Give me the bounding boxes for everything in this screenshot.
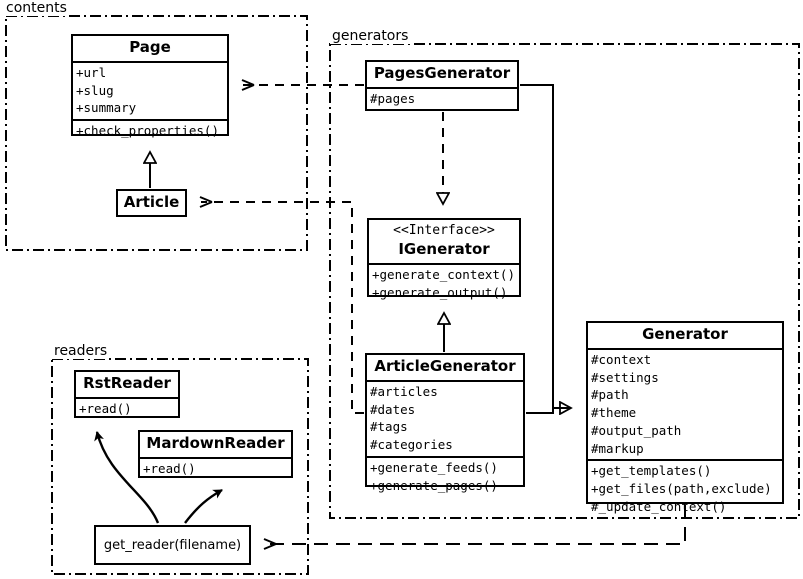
function-label-get-reader: get_reader(filename): [103, 537, 242, 553]
operation-item: +check_properties(): [76, 123, 219, 138]
class-attributes-pagesgenerator: #pages: [367, 86, 517, 110]
attribute-item: +summary: [76, 100, 137, 116]
class-operations-mardownreader: +read(): [140, 456, 291, 480]
attribute-item: #categories: [370, 437, 453, 452]
class-name-mardownreader: MardownReader: [146, 434, 285, 452]
class-stereotype-igenerator: <<Interface>>: [393, 223, 495, 238]
attribute-item: #path: [591, 387, 629, 403]
operation-item: +get_templates(): [591, 463, 712, 479]
attribute-item: #dates: [370, 401, 416, 417]
attribute-item: +slug: [76, 82, 114, 98]
edge-generator-depends-get_reader: [263, 505, 686, 550]
operation-item: +read(): [79, 400, 132, 416]
class-operations-articlegenerator: +generate_feeds() +generate_pages(): [367, 455, 523, 497]
operation-item: +generate_output(): [372, 285, 508, 301]
class-box-articlegenerator[interactable]: ArticleGenerator #articles #dates #tags …: [365, 353, 525, 493]
class-attributes-generator: #context #settings #path #theme #output_…: [588, 347, 782, 460]
package-label-generators: generators: [330, 28, 411, 44]
attribute-item: #markup: [591, 440, 644, 456]
edge-pagesgenerator-inherits-generator: [520, 84, 571, 408]
attribute-item: #tags: [370, 419, 408, 435]
operation-item: +read(): [143, 460, 196, 476]
class-name-articlegenerator: ArticleGenerator: [374, 357, 516, 375]
package-label-readers: readers: [52, 343, 110, 359]
package-label-contents: contents: [4, 0, 69, 16]
attribute-item: +url: [76, 64, 107, 80]
class-attributes-page: +url +slug +summary: [73, 60, 227, 119]
attribute-item: #context: [591, 351, 652, 367]
class-name-generator: Generator: [642, 325, 728, 343]
attribute-item: #articles: [370, 383, 438, 399]
operation-item: #_update_context(): [591, 498, 727, 514]
attribute-item: #theme: [591, 405, 637, 420]
function-box-get-reader[interactable]: get_reader(filename): [94, 525, 251, 565]
class-header-igenerator: <<Interface>> IGenerator: [369, 220, 519, 263]
class-operations-generator: +get_templates() +get_files(path,exclude…: [588, 459, 782, 517]
class-operations-igenerator: +generate_context() +generate_output(): [369, 263, 519, 304]
package-border-generators: [329, 43, 800, 519]
class-box-generator[interactable]: Generator #context #settings #path #them…: [586, 321, 784, 514]
class-box-article[interactable]: Article: [116, 189, 187, 217]
class-name-article: Article: [123, 193, 180, 211]
attribute-item: #output_path: [591, 422, 682, 438]
class-operations-rstreader: +read(): [76, 396, 178, 420]
class-operations-page: +check_properties(): [73, 119, 227, 142]
class-name-rstreader: RstReader: [83, 374, 171, 392]
operation-item: +generate_context(): [372, 267, 515, 283]
class-box-igenerator[interactable]: <<Interface>> IGenerator +generate_conte…: [367, 218, 521, 300]
attribute-item: #pages: [370, 90, 416, 106]
edge-get_reader-creates-rstreader: [94, 431, 160, 524]
package-border-contents: [5, 15, 308, 251]
edge-articlegenerator-depends-article: [199, 196, 364, 414]
class-box-rstreader[interactable]: RstReader +read(): [74, 370, 180, 418]
class-box-mardownreader[interactable]: MardownReader +read(): [138, 430, 293, 478]
class-box-page[interactable]: Page +url +slug +summary +check_properti…: [71, 34, 229, 138]
class-attributes-articlegenerator: #articles #dates #tags #categories: [367, 379, 523, 456]
operation-item: +generate_pages(): [370, 477, 498, 493]
attribute-item: #settings: [591, 369, 659, 385]
class-name-page: Page: [129, 38, 171, 56]
package-border-readers: [51, 358, 309, 575]
class-box-pagesgenerator[interactable]: PagesGenerator #pages: [365, 60, 519, 111]
class-name-igenerator: IGenerator: [398, 239, 490, 258]
edge-articlegenerator-inherits-generator: [526, 407, 571, 414]
operation-item: +generate_feeds(): [370, 459, 498, 475]
operation-item: +get_files(path,exclude): [591, 481, 772, 496]
edge-get_reader-creates-mardownreader: [184, 488, 223, 524]
class-name-pagesgenerator: PagesGenerator: [373, 64, 511, 82]
